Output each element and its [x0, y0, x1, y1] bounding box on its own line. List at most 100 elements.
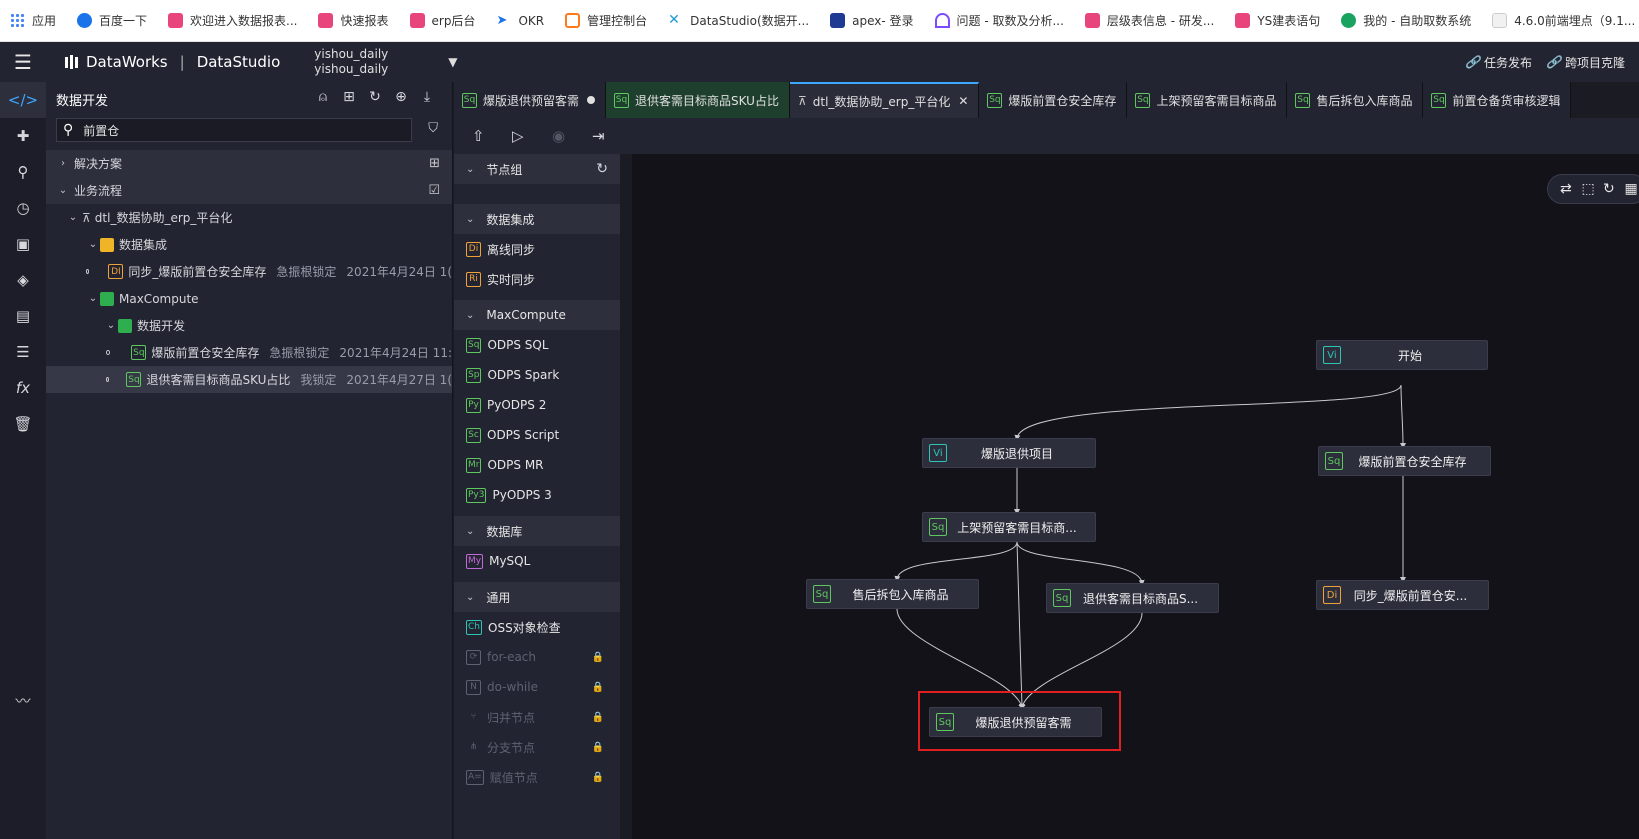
tree-flow-dtl[interactable]: ⌄ ⊼ dtl_数据协助_erp_平台化: [46, 204, 452, 231]
bookmark-datastudio[interactable]: ✕DataStudio(数据开...: [668, 12, 810, 29]
self-service-icon: [1341, 13, 1357, 28]
search-box: ⚲: [56, 118, 412, 142]
send-icon: ➤: [496, 13, 508, 28]
palette-item-for-each: ⟳for-each🔒: [454, 642, 620, 672]
sql-task-icon: Sq: [1431, 92, 1447, 108]
puzzle-icon[interactable]: ✚: [16, 127, 30, 145]
function-icon[interactable]: fx: [15, 379, 31, 397]
flow-node-sku-ratio[interactable]: Sq 退供客需目标商品S...: [1046, 583, 1219, 613]
import-icon[interactable]: ⤓: [423, 89, 431, 105]
cube-icon[interactable]: ◈: [17, 271, 29, 289]
flow-node-sync[interactable]: Di 同步_爆版前置仓安...: [1316, 580, 1489, 610]
deploy-icon[interactable]: ⇥: [592, 127, 605, 145]
run-icon[interactable]: ▷: [512, 127, 524, 145]
flow-node-final[interactable]: Sq 爆版退供预留客需: [929, 707, 1102, 737]
locate-icon[interactable]: ⊕: [395, 89, 407, 105]
user-filter-icon[interactable]: ⍝: [318, 89, 328, 105]
bookmarks-bar: 应用 百度一下 欢迎进入数据报表... 快速报表 erp后台 ➤OKR 管理控制…: [0, 0, 1639, 42]
tree-data-dev[interactable]: ⌄ 数据开发: [46, 312, 452, 339]
submit-icon[interactable]: ⇧: [472, 127, 485, 145]
editor-toolbar: ⇧ ▷ ◉ ⇥: [454, 118, 1639, 154]
tab-baoban-tuigong[interactable]: Sq 爆版退供预留客需: [454, 82, 607, 118]
tree-maxcompute[interactable]: ⌄ MaxCompute: [46, 285, 452, 312]
tab-sku-ratio[interactable]: Sq 退供客需目标商品SKU占比: [606, 82, 790, 118]
oss-check-node-icon: Ch: [466, 619, 482, 635]
tree-solutions[interactable]: › 解决方案 ⊞: [46, 150, 452, 177]
palette-group-maxcompute[interactable]: ⌄ MaxCompute: [454, 300, 620, 330]
refresh-icon[interactable]: ↻: [1603, 181, 1615, 197]
brand-separator: |: [179, 53, 185, 71]
tree-item-di-sync[interactable]: DI 同步_爆版前置仓安全库存 急振根锁定 2021年4月24日 1(: [46, 258, 452, 285]
list-icon[interactable]: ☰: [16, 343, 30, 361]
box-select-icon[interactable]: ⬚: [1581, 181, 1595, 197]
flow-node-shelf-reserve[interactable]: Sq 上架预留客需目标商...: [922, 512, 1096, 542]
bookmark-erp[interactable]: erp后台: [409, 0, 475, 41]
bookmark-tracking[interactable]: 4.6.0前端埋点（9.1...: [1492, 0, 1635, 41]
swap-icon[interactable]: ⇄: [1560, 181, 1572, 197]
script-node-icon: Sc: [466, 427, 481, 443]
palette-group-node-group[interactable]: ⌄ 节点组 ↻: [454, 154, 620, 184]
code-icon[interactable]: </>: [0, 82, 46, 118]
filter-icon[interactable]: ⛉: [428, 121, 438, 136]
bookmark-ys-sql[interactable]: YS建表语句: [1235, 0, 1320, 41]
tree-item-task[interactable]: Sq 退供客需目标商品SKU占比 我锁定 2021年4月27日 1(: [46, 366, 452, 393]
tab-flow-dtl[interactable]: ⊼ dtl_数据协助_erp_平台化 ✕: [789, 82, 980, 118]
flow-node-virtual-project[interactable]: Vi 爆版退供项目: [922, 438, 1096, 468]
foreach-node-icon: ⟳: [466, 649, 481, 665]
workspace-selector[interactable]: yishou_daily yishou_daily: [314, 47, 389, 76]
palette-group-data-integration[interactable]: ⌄ 数据集成: [454, 204, 620, 234]
palette-group-database[interactable]: ⌄ 数据库: [454, 516, 620, 546]
table-icon[interactable]: ▤: [15, 307, 31, 325]
clock-icon[interactable]: ◷: [16, 199, 30, 217]
search-icon[interactable]: ⚲: [17, 163, 29, 181]
bookmark-baidu[interactable]: 百度一下: [77, 0, 147, 41]
bookmark-self-service[interactable]: 我的 - 自助取数系统: [1341, 0, 1471, 41]
tree-item-task[interactable]: Sq 爆版前置仓安全库存 急振根锁定 2021年4月24日 11:: [46, 339, 452, 366]
close-icon[interactable]: ✕: [958, 94, 969, 108]
checklist-icon[interactable]: ☑: [428, 183, 440, 198]
flow-node-safety-stock[interactable]: Sq 爆版前置仓安全库存: [1318, 446, 1491, 476]
bookmark-okr[interactable]: ➤OKR: [496, 13, 545, 28]
bookmark-question[interactable]: 问题 - 取数及分析...: [934, 0, 1064, 41]
tree-business-flow[interactable]: ⌄ 业务流程 ☑: [46, 177, 452, 204]
layout-icon[interactable]: ▦: [1624, 181, 1638, 197]
refresh-icon[interactable]: ↻: [596, 161, 608, 177]
search-input[interactable]: [81, 122, 382, 138]
flow-canvas[interactable]: ⇄ ⬚ ↻ ▦ Vi 开始 Vi 爆版退供项目 Sq 爆版前置仓: [632, 154, 1639, 839]
palette-group-general[interactable]: ⌄ 通用: [454, 582, 620, 612]
tab-shelf-reserve[interactable]: Sq 上架预留客需目标商品: [1127, 82, 1288, 118]
new-file-icon[interactable]: ⊞: [343, 89, 355, 105]
tab-stock-audit[interactable]: Sq 前置仓备货审核逻辑: [1423, 82, 1572, 118]
bookmark-console[interactable]: 管理控制台: [565, 0, 647, 41]
refresh-icon[interactable]: ↻: [369, 89, 381, 105]
pulse-icon[interactable]: 〰: [15, 691, 31, 710]
flow-node-aftersale[interactable]: Sq 售后拆包入库商品: [806, 579, 979, 609]
tab-safety-stock[interactable]: Sq 爆版前置仓安全库存: [979, 82, 1128, 118]
bookmark-apps[interactable]: 应用: [10, 0, 56, 41]
tab-aftersale[interactable]: Sq 售后拆包入库商品: [1287, 82, 1424, 118]
grid-icon[interactable]: ⊞: [429, 156, 440, 171]
briefcase-icon[interactable]: ▣: [15, 235, 31, 253]
bookmark-apex[interactable]: apex- 登录: [830, 0, 914, 41]
explorer-title: 数据开发: [56, 93, 109, 109]
task-publish-link[interactable]: 🔗任务发布: [1465, 55, 1533, 70]
chevron-down-icon[interactable]: ▼: [448, 55, 458, 69]
bookmark-quick-report[interactable]: 快速报表: [318, 0, 389, 41]
flow-node-start[interactable]: Vi 开始: [1316, 340, 1488, 370]
trash-icon[interactable]: 🗑: [13, 415, 33, 433]
cross-project-clone-link[interactable]: 🔗跨项目克隆: [1546, 55, 1625, 70]
menu-icon[interactable]: ☰: [14, 50, 32, 74]
tree-data-integration[interactable]: ⌄ 数据集成: [46, 231, 452, 258]
bookmark-layer-table[interactable]: 层级表信息 - 研发...: [1084, 0, 1214, 41]
bookmark-report[interactable]: 欢迎进入数据报表...: [168, 0, 297, 41]
